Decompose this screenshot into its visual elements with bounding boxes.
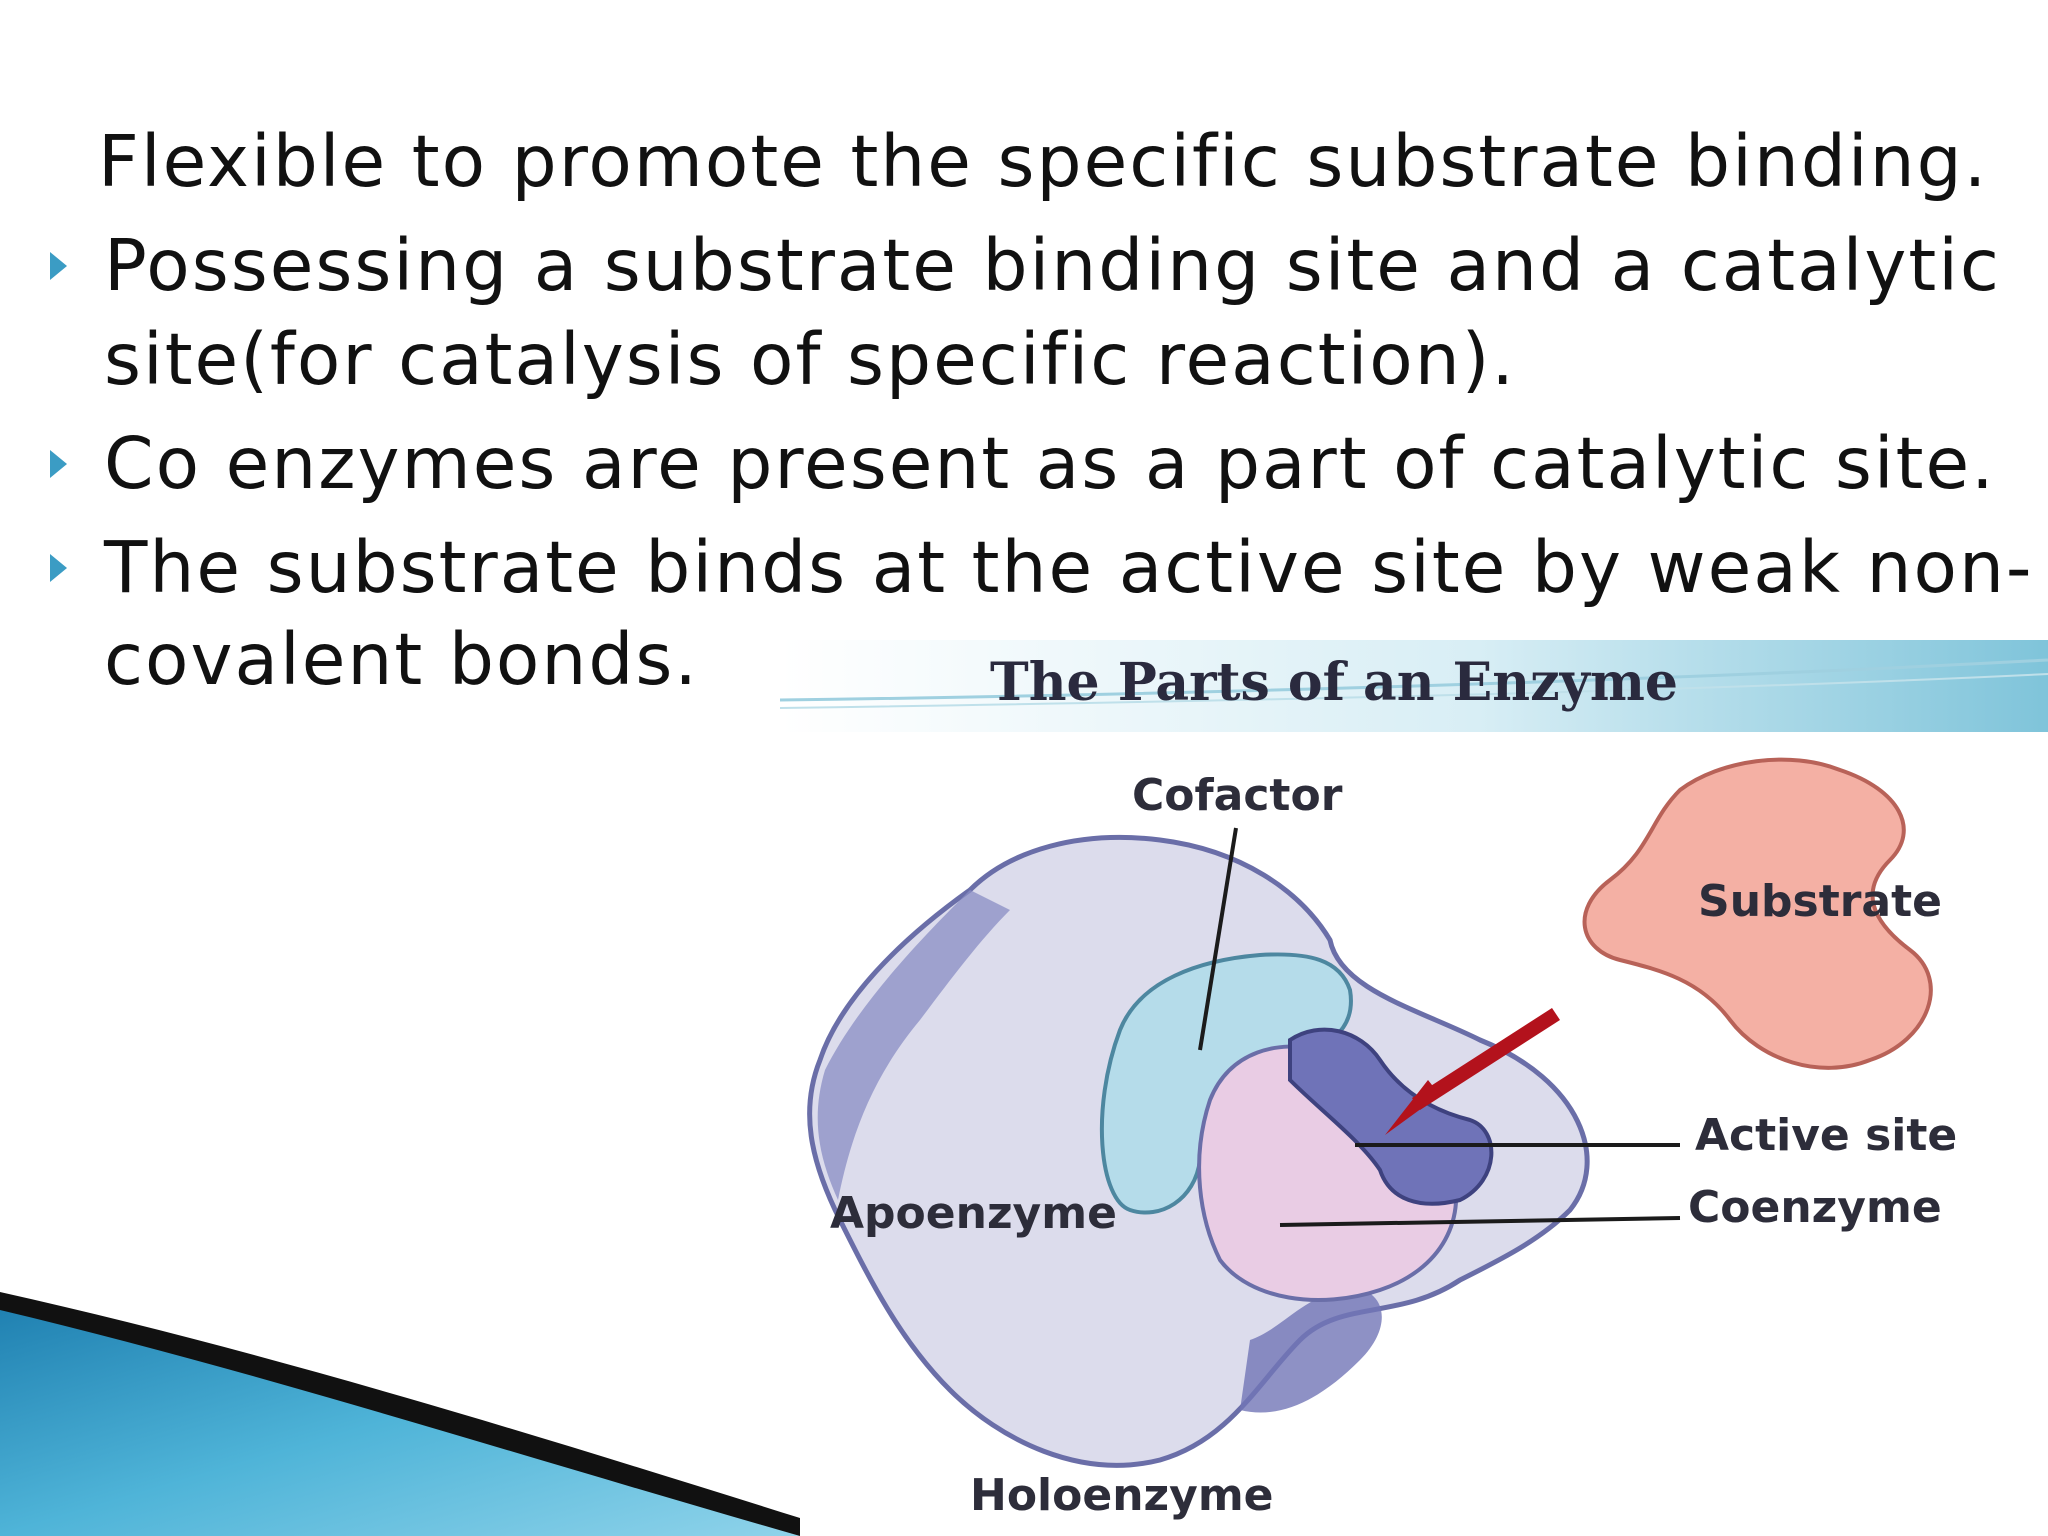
figure-title: The Parts of an Enzyme	[990, 652, 1678, 713]
label-active-site: Active site	[1695, 1110, 1958, 1161]
label-holoenzyme: Holoenzyme	[970, 1470, 1274, 1521]
bullet-item-2: Co enzymes are present as a part of cata…	[104, 422, 1996, 505]
binding-arrow	[1385, 1008, 1560, 1135]
label-coenzyme: Coenzyme	[1688, 1182, 1942, 1233]
enzyme-diagram	[780, 640, 2048, 1468]
label-substrate: Substrate	[1698, 876, 1942, 927]
corner-swoosh-decoration	[0, 1280, 800, 1536]
substrate-shape	[1582, 757, 1933, 1070]
cofactor-leader-line	[1198, 827, 1238, 1051]
bullet-triangle-icon	[50, 554, 67, 582]
bullet-item-1-line-2: site(for catalysis of specific reaction)…	[104, 318, 1517, 401]
enzyme-parts-figure: The Parts of an Enzyme Cofactor Substrat…	[780, 640, 2048, 1536]
label-apoenzyme: Apoenzyme	[830, 1188, 1117, 1239]
bullet-triangle-icon	[50, 252, 67, 280]
bullet-item-3-line-1: The substrate binds at the active site b…	[104, 526, 2034, 609]
coenzyme-leader-line	[1279, 1216, 1681, 1227]
text-line-1: Flexible to promote the specific substra…	[98, 120, 1989, 203]
bullet-triangle-icon	[50, 450, 67, 478]
bullet-item-1-line-1: Possessing a substrate binding site and …	[104, 224, 2001, 307]
bullet-item-3-line-2: covalent bonds.	[104, 618, 699, 701]
active-site-shape	[1288, 1027, 1494, 1206]
label-cofactor: Cofactor	[1132, 770, 1343, 821]
